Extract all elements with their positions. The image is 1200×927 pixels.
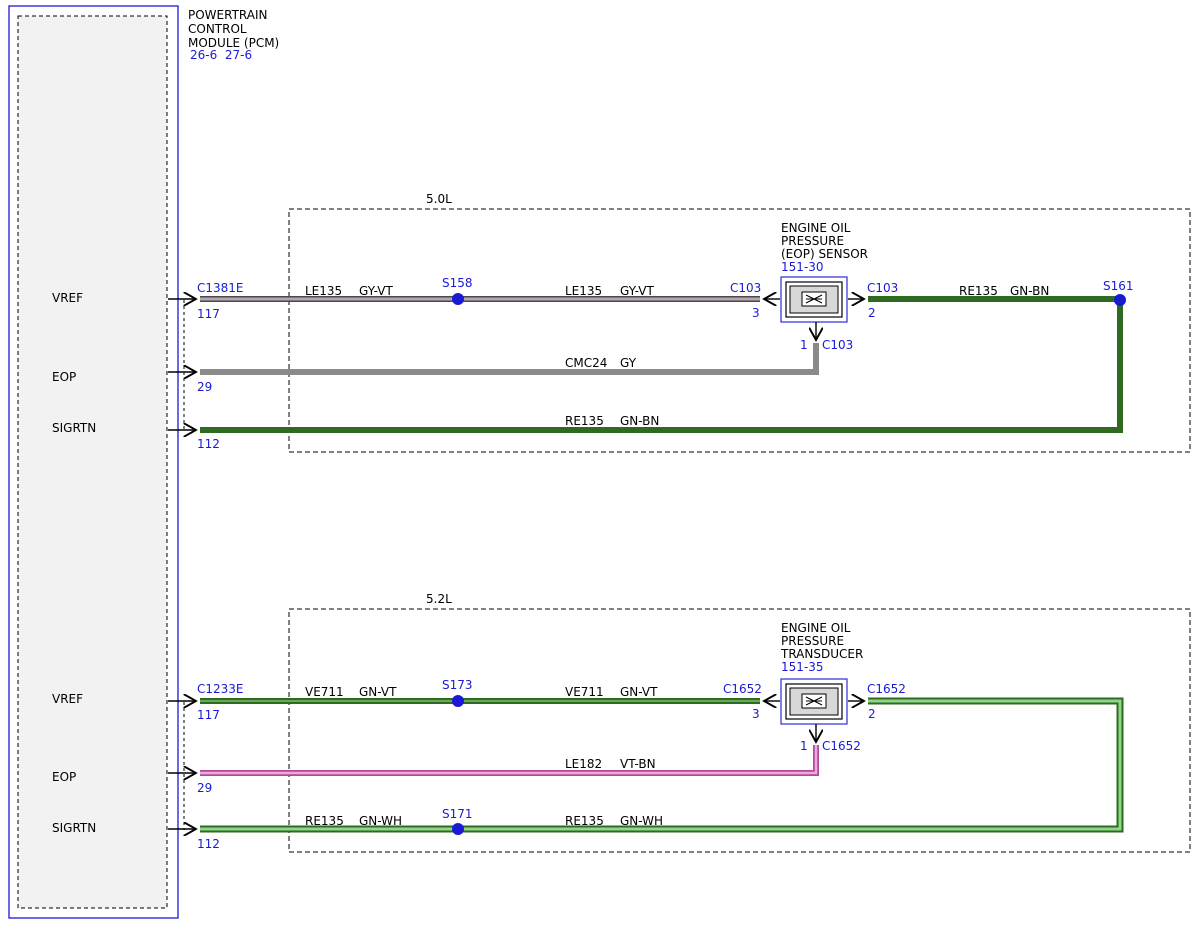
splice-s173[interactable] [452, 695, 464, 707]
wire-color-sigrtn-left-5-2l: GN-WH [359, 814, 402, 828]
sensor-name-5-2l-line-3: TRANSDUCER [780, 647, 863, 661]
wire-color-sigrtn-5-0l: GN-BN [620, 414, 659, 428]
sensor-pin-right-5-2l: 2 [868, 707, 876, 721]
wire-circuit-vref-left-5-2l: VE711 [305, 685, 344, 699]
variant-label-5-2l: 5.2L [426, 592, 452, 606]
sensor-name-5-2l-line-1: ENGINE OIL [781, 621, 851, 635]
wire-circuit-sigrtn-sensor-5-0l: RE135 [959, 284, 998, 298]
wire-color-sigrtn-right-5-2l: GN-WH [620, 814, 663, 828]
sensor-ref-5-0l[interactable]: 151-30 [781, 260, 824, 274]
wire-circuit-sigrtn-right-5-2l: RE135 [565, 814, 604, 828]
wire-circuit-sigrtn-5-0l: RE135 [565, 414, 604, 428]
pin-eop-5-0l: 29 [197, 380, 212, 394]
pcm-pin-label-eop-lower: EOP [52, 770, 76, 784]
sensor-connector-bottom-5-0l[interactable]: C103 [822, 338, 853, 352]
sensor-ref-5-2l[interactable]: 151-35 [781, 660, 824, 674]
pcm-connector-c1381e[interactable]: C1381E [197, 281, 244, 295]
pin-vref-5-0l: 117 [197, 307, 220, 321]
wire-color-vref-left-5-0l: GY-VT [359, 284, 393, 298]
pcm-pin-label-vref-lower: VREF [52, 692, 83, 706]
wire-color-vref-right-5-0l: GY-VT [620, 284, 654, 298]
pcm-title-line-1: POWERTRAIN [188, 8, 268, 22]
wire-color-vref-left-5-2l: GN-VT [359, 685, 397, 699]
wire-color-eop-5-0l: GY [620, 356, 637, 370]
sensor-connector-right-5-2l[interactable]: C1652 [867, 682, 906, 696]
sensor-connector-left-5-0l[interactable]: C103 [730, 281, 761, 295]
sensor-connector-bottom-5-2l[interactable]: C1652 [822, 739, 861, 753]
wire-sigrtn-5-0l[interactable] [200, 296, 1123, 433]
pin-vref-5-2l: 117 [197, 708, 220, 722]
pcm-page-refs[interactable]: 26-6 27-6 [190, 48, 252, 62]
pin-sigrtn-5-2l: 112 [197, 837, 220, 851]
wire-eop-5-2l[interactable] [200, 745, 819, 776]
wire-circuit-eop-5-0l: CMC24 [565, 356, 607, 370]
splice-label-s161[interactable]: S161 [1103, 279, 1134, 293]
pcm-title-line-2: CONTROL [188, 22, 247, 36]
sensor-name-5-0l-line-3: (EOP) SENSOR [781, 247, 868, 261]
pcm-module: POWERTRAIN CONTROL MODULE (PCM) 26-6 27-… [8, 5, 279, 919]
wire-circuit-vref-right-5-2l: VE711 [565, 685, 604, 699]
pcm-pin-label-eop-upper: EOP [52, 370, 76, 384]
sensor-connector-right-5-0l[interactable]: C103 [867, 281, 898, 295]
splice-s158[interactable] [452, 293, 464, 305]
pcm-title-line-3: MODULE (PCM) [188, 36, 279, 50]
splice-label-s171[interactable]: S171 [442, 807, 473, 821]
wire-circuit-vref-right-5-0l: LE135 [565, 284, 602, 298]
wire-color-vref-right-5-2l: GN-VT [620, 685, 658, 699]
wire-color-sigrtn-sensor-5-0l: GN-BN [1010, 284, 1049, 298]
variant-5-2l-section: 5.2L ENGI [168, 592, 1191, 853]
splice-label-s173[interactable]: S173 [442, 678, 473, 692]
sensor-name-5-2l-line-2: PRESSURE [781, 634, 844, 648]
sensor-name-5-0l-line-2: PRESSURE [781, 234, 844, 248]
wire-sigrtn-5-2l[interactable] [200, 697, 1124, 833]
pin-eop-5-2l: 29 [197, 781, 212, 795]
eop-sensor-5-0l[interactable] [764, 276, 864, 340]
wire-eop-5-0l[interactable] [200, 343, 819, 375]
wire-circuit-eop-5-2l: LE182 [565, 757, 602, 771]
splice-label-s158[interactable]: S158 [442, 276, 473, 290]
eop-transducer-5-2l[interactable] [764, 678, 864, 742]
wire-circuit-sigrtn-left-5-2l: RE135 [305, 814, 344, 828]
pcm-pin-label-sigrtn-upper: SIGRTN [52, 421, 96, 435]
pin-sigrtn-5-0l: 112 [197, 437, 220, 451]
sensor-pin-right-5-0l: 2 [868, 306, 876, 320]
variant-label-5-0l: 5.0L [426, 192, 452, 206]
sensor-pin-bottom-5-0l: 1 [800, 338, 808, 352]
pcm-pin-label-vref-upper: VREF [52, 291, 83, 305]
wire-circuit-vref-left-5-0l: LE135 [305, 284, 342, 298]
splice-s161[interactable] [1114, 294, 1126, 306]
sensor-connector-left-5-2l[interactable]: C1652 [723, 682, 762, 696]
splice-s171[interactable] [452, 823, 464, 835]
sensor-pin-bottom-5-2l: 1 [800, 739, 808, 753]
sensor-pin-left-5-0l: 3 [752, 306, 760, 320]
sensor-pin-left-5-2l: 3 [752, 707, 760, 721]
variant-5-0l-section: 5.0L ENGINE [168, 192, 1191, 453]
wire-color-eop-5-2l: VT-BN [620, 757, 656, 771]
sensor-name-5-0l-line-1: ENGINE OIL [781, 221, 851, 235]
pcm-pin-label-sigrtn-lower: SIGRTN [52, 821, 96, 835]
pcm-connector-c1233e[interactable]: C1233E [197, 682, 244, 696]
